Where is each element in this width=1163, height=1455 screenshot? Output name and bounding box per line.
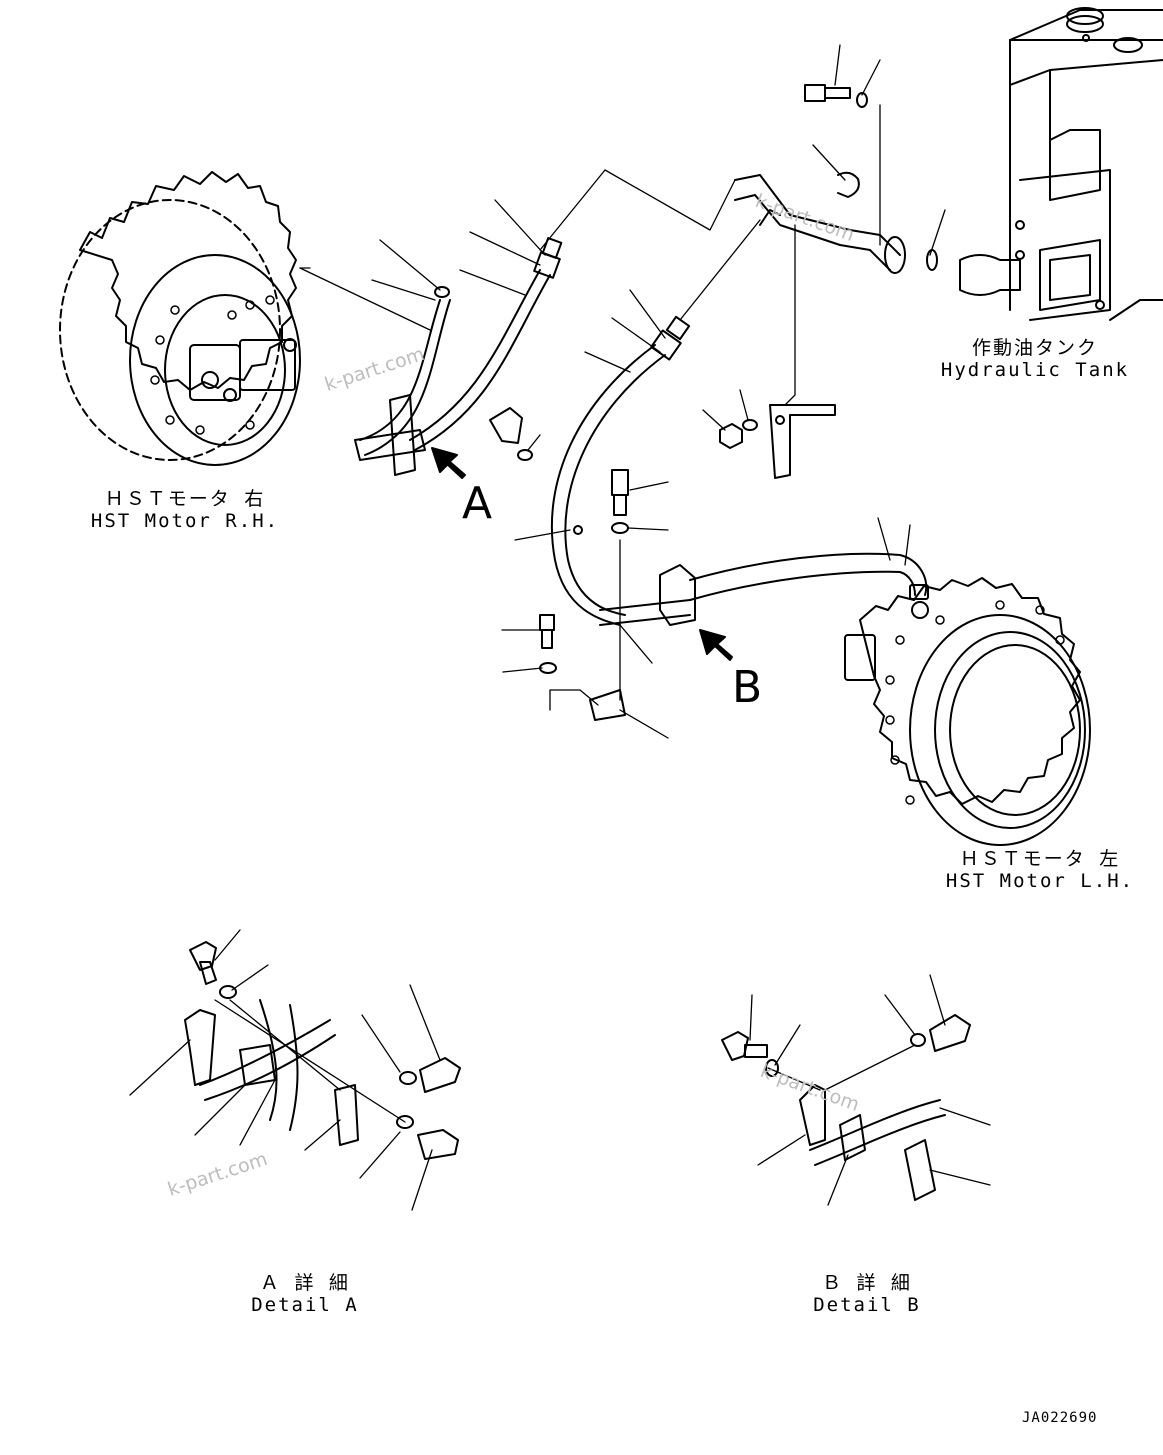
motor-rh-label: ＨＳＴモータ 右 HST Motor R.H. [70, 488, 300, 532]
motor-lh-label: ＨＳＴモータ 左 HST Motor L.H. [925, 848, 1155, 892]
hardware [354, 84, 938, 721]
hst-motor-lh [844, 577, 1091, 846]
hydraulic-tank-label-jp: 作動油タンク [971, 337, 1098, 359]
detail-b [721, 974, 991, 1206]
callout-a-letter: A [462, 478, 493, 529]
callout-arrows [431, 447, 733, 661]
hydraulic-hoses [359, 171, 929, 626]
leader-lines [299, 44, 946, 739]
hydraulic-tank [959, 7, 1163, 321]
detail-b-label: Ｂ 詳 細 Detail B [782, 1272, 952, 1316]
callout-b-letter: B [732, 662, 763, 713]
motor-lh-label-en: HST Motor L.H. [945, 870, 1135, 892]
motor-lh-label-jp: ＨＳＴモータ 左 [959, 848, 1121, 870]
hst-motor-rh [59, 171, 301, 466]
hydraulic-tank-label-en: Hydraulic Tank [940, 359, 1130, 381]
detail-a-label: Ａ 詳 細 Detail A [220, 1272, 390, 1316]
detail-a-label-jp: Ａ 詳 細 [260, 1272, 350, 1294]
hydraulic-tank-label: 作動油タンク Hydraulic Tank [930, 337, 1140, 381]
motor-rh-label-jp: ＨＳＴモータ 右 [104, 488, 266, 510]
detail-a [129, 929, 461, 1211]
arrow-a-icon [431, 447, 466, 479]
arrow-b-icon [699, 629, 733, 661]
detail-a-label-en: Detail A [251, 1294, 359, 1316]
motor-rh-label-en: HST Motor R.H. [90, 510, 280, 532]
detail-b-label-en: Detail B [813, 1294, 921, 1316]
detail-b-label-jp: Ｂ 詳 細 [822, 1272, 912, 1294]
drawing-code: JA022690 [1022, 1410, 1098, 1426]
